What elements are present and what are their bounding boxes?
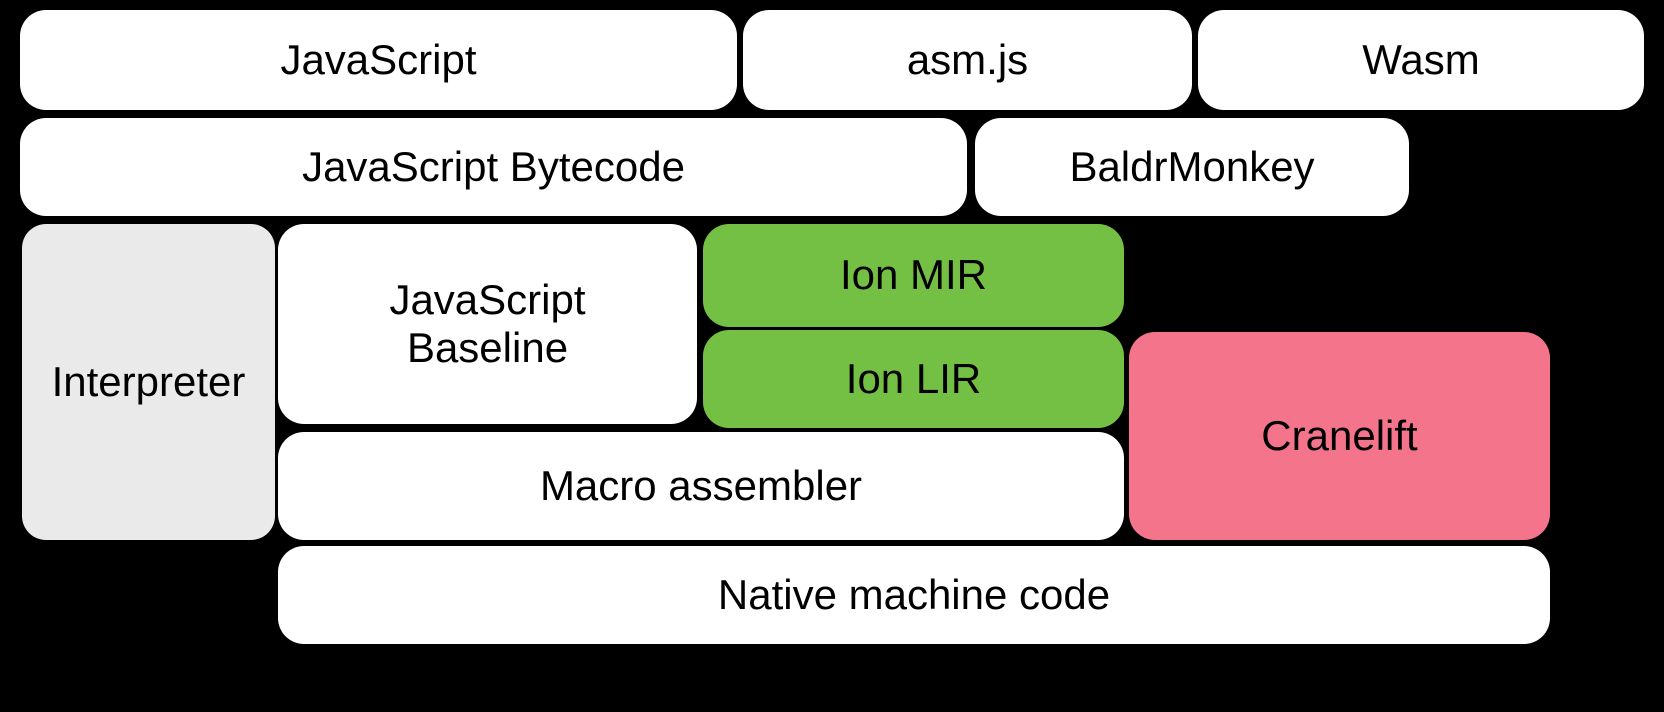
node-baldrmonkey[interactable]: BaldrMonkey: [975, 118, 1409, 216]
node-ion-mir[interactable]: Ion MIR: [703, 224, 1124, 327]
node-wasm[interactable]: Wasm: [1198, 10, 1644, 110]
node-javascript[interactable]: JavaScript: [20, 10, 737, 110]
node-javascript-baseline[interactable]: JavaScript Baseline: [278, 224, 697, 424]
node-cranelift[interactable]: Cranelift: [1129, 332, 1550, 540]
node-native-machine-code[interactable]: Native machine code: [278, 546, 1550, 644]
node-interpreter[interactable]: Interpreter: [22, 224, 275, 540]
node-macro-assembler[interactable]: Macro assembler: [278, 432, 1124, 540]
node-javascript-bytecode[interactable]: JavaScript Bytecode: [20, 118, 967, 216]
node-ion-lir[interactable]: Ion LIR: [703, 330, 1124, 428]
node-asm-js[interactable]: asm.js: [743, 10, 1192, 110]
